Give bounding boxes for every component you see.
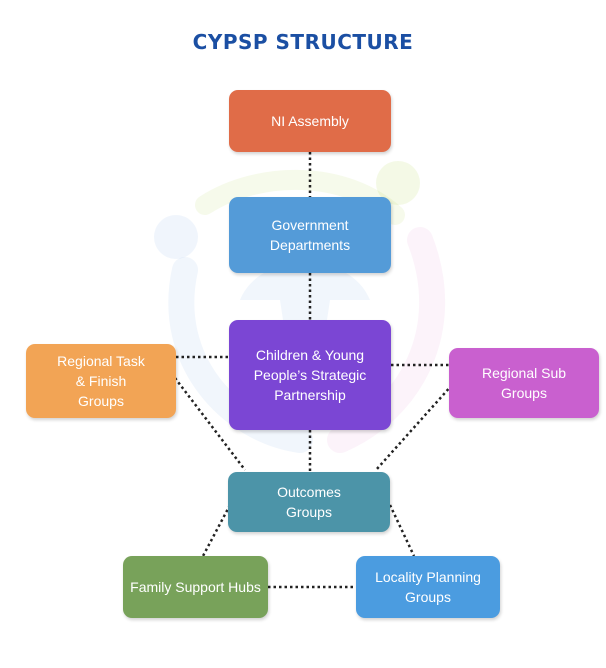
page-title: CYPSP STRUCTURE <box>192 30 414 54</box>
node-regional-sub-groups: Regional Sub Groups <box>449 348 599 418</box>
connectors <box>174 152 453 589</box>
node-locality-planning-groups: Locality Planning Groups <box>356 556 500 618</box>
connector-outcomes-family <box>201 504 232 557</box>
node-family-support-hubs: Family Support Hubs <box>123 556 268 618</box>
node-cypsp-partnership: Children & Young People’s Strategic Part… <box>229 320 391 430</box>
node-government-departments: Government Departments <box>229 197 391 273</box>
connector-sub-outcomes <box>375 384 453 471</box>
connector-outcomes-locality <box>388 504 416 557</box>
node-outcomes-groups: Outcomes Groups <box>228 472 390 532</box>
node-regional-task-finish-groups: Regional Task & Finish Groups <box>26 344 176 418</box>
node-ni-assembly: NI Assembly <box>229 90 391 152</box>
